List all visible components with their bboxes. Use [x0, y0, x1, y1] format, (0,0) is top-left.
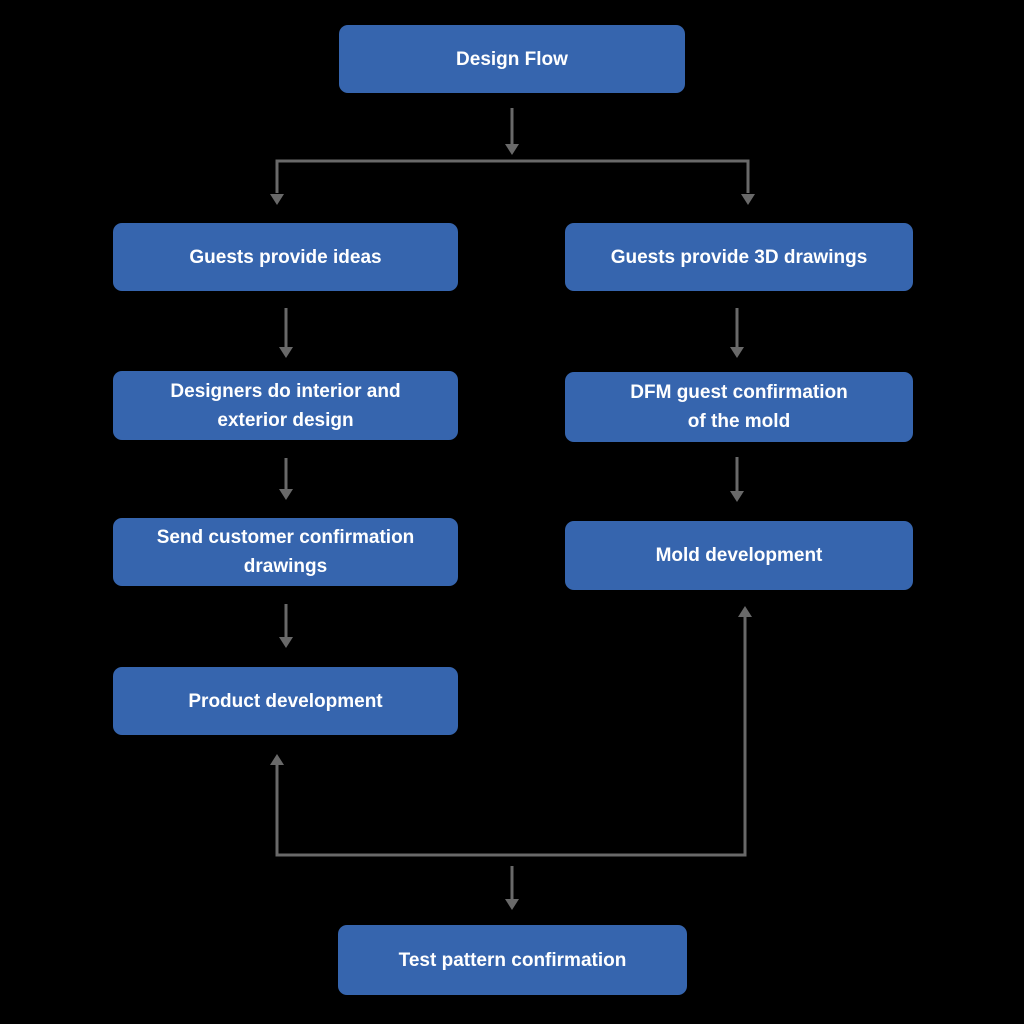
connector-branch-bar: [275, 159, 750, 193]
node-test-pattern-confirmation-label: Test pattern confirmation: [398, 949, 627, 971]
node-product-development: Product development: [113, 667, 458, 735]
node-dfm-label: DFM guest confirmation of the mold: [630, 382, 848, 432]
arrowhead-down-branch-center: [505, 144, 519, 155]
node-product-development-label: Product development: [188, 690, 383, 712]
arrowhead-down-into-send: [279, 489, 293, 500]
node-designers-label: Designers do interior and exterior desig…: [170, 380, 401, 431]
node-dfm-guest-confirmation-of-the-mold: DFM guest confirmation of the mold: [565, 372, 913, 442]
arrowhead-down-into-mold: [730, 491, 744, 502]
node-mold-development: Mold development: [565, 521, 913, 590]
node-send-drawings-label: Send customer confirmation drawings: [156, 527, 415, 577]
arrowhead-down-into-test-pattern: [505, 899, 519, 910]
arrowhead-down-into-guests-ideas: [270, 194, 284, 205]
node-test-pattern-confirmation: Test pattern confirmation: [338, 925, 687, 995]
arrowhead-down-into-dfm: [730, 347, 744, 358]
connector-feedback-loop: [275, 617, 747, 857]
node-designers-do-interior-and-exterior-design: Designers do interior and exterior desig…: [113, 371, 458, 440]
node-design-flow: Design Flow: [339, 25, 685, 93]
arrowhead-up-into-mold: [738, 606, 752, 617]
arrowhead-down-into-guests-3d: [741, 194, 755, 205]
node-guests-provide-ideas-label: Guests provide ideas: [189, 246, 382, 268]
node-design-flow-label: Design Flow: [456, 48, 568, 70]
node-send-customer-confirmation-drawings: Send customer confirmation drawings: [113, 518, 458, 586]
node-guests-provide-ideas: Guests provide ideas: [113, 223, 458, 291]
node-guests-provide-3d-drawings-label: Guests provide 3D drawings: [610, 246, 868, 268]
arrowhead-down-into-designers: [279, 347, 293, 358]
arrowhead-down-into-product: [279, 637, 293, 648]
node-guests-provide-3d-drawings: Guests provide 3D drawings: [565, 223, 913, 291]
arrowhead-up-into-product: [270, 754, 284, 765]
node-mold-development-label: Mold development: [655, 545, 823, 566]
